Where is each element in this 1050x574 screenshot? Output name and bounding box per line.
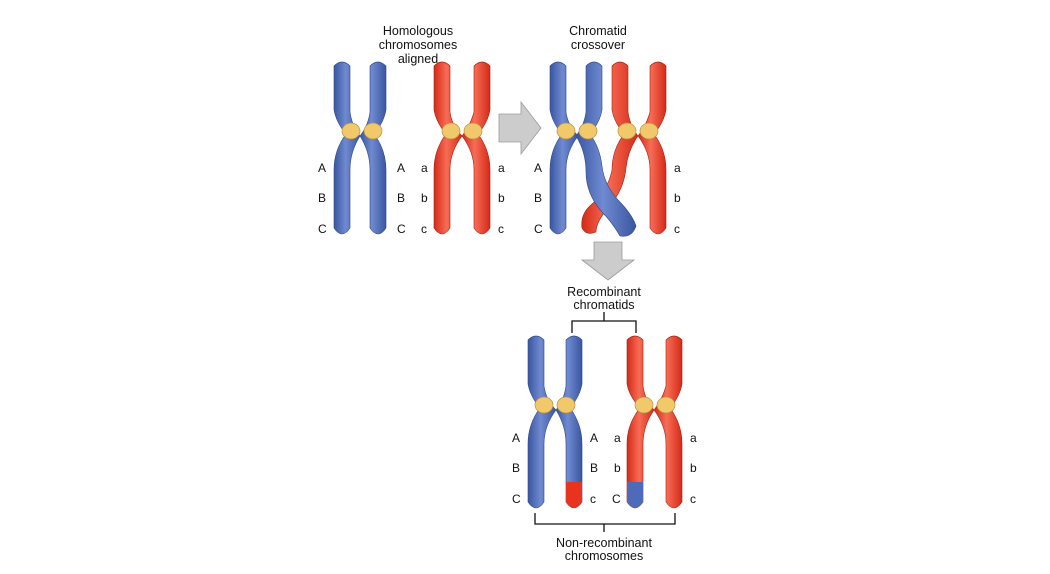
locus-label: b (421, 191, 428, 205)
centromere (441, 122, 461, 140)
recombinant-caption: Recombinant chromatids (567, 285, 641, 312)
crossover-title-2: crossover (571, 38, 625, 52)
aligned-title-3: aligned (398, 52, 438, 66)
locus-label: A (590, 431, 598, 445)
centromere (617, 122, 637, 140)
blue-chromosome-aligned (333, 61, 387, 235)
locus-label: a (690, 431, 697, 445)
recombinant-bracket (571, 312, 637, 333)
blue-chromatid-left (549, 61, 579, 235)
centromere (639, 122, 659, 140)
centromere (556, 122, 576, 140)
right-arrow-icon (498, 100, 542, 156)
crossover-title-1: Chromatid (569, 24, 627, 38)
result-chromosomes (527, 335, 683, 509)
red-chromatid-right (461, 61, 491, 235)
blue-chromatid-crossing (575, 61, 637, 237)
locus-label: a (674, 161, 681, 175)
nonrecombinant-bracket (534, 513, 676, 532)
locus-label: B (397, 191, 405, 205)
locus-label: B (534, 191, 542, 205)
red-chromatid-recombinant (626, 335, 655, 509)
red-chromatid-nonrecombinant (653, 335, 683, 509)
locus-label: A (318, 161, 326, 175)
aligned-title-1: Homologous (383, 24, 453, 38)
crossover-loci-labels: A B C a b c (534, 161, 681, 236)
blue-chromatid-left (333, 61, 361, 235)
crossover-chromosomes (549, 61, 667, 237)
locus-label: A (512, 431, 520, 445)
locus-label: b (674, 191, 681, 205)
centromere (341, 122, 361, 140)
result-loci-labels: A B C A B c a b C a b c (512, 431, 697, 506)
blue-chromatid-nonrecombinant (527, 335, 557, 509)
aligned-loci-labels: A B C A B C a b c a b c (318, 161, 505, 236)
recombinant-label-2: chromatids (573, 298, 634, 312)
locus-label: c (674, 222, 680, 236)
centromere (534, 396, 554, 414)
nonrecombinant-label-1: Non-recombinant (556, 536, 652, 550)
down-arrow-icon (580, 241, 636, 281)
locus-label: C (534, 222, 543, 236)
blue-chromatid-right (359, 61, 387, 235)
locus-label: C (397, 222, 406, 236)
nonrecombinant-caption: Non-recombinant chromosomes (556, 536, 652, 563)
red-chromatid-left (433, 61, 463, 235)
locus-label: b (690, 461, 697, 475)
centromere (463, 122, 483, 140)
locus-label: A (397, 161, 405, 175)
locus-label: a (498, 161, 505, 175)
centromere (656, 396, 676, 414)
aligned-titles: Homologous chromosomes aligned (379, 24, 458, 66)
crossover-titles: Chromatid crossover (569, 24, 627, 52)
locus-label: C (612, 492, 621, 506)
locus-label: B (590, 461, 598, 475)
locus-label: C (512, 492, 521, 506)
centromere (578, 122, 598, 140)
locus-label: b (498, 191, 505, 205)
recombinant-label-1: Recombinant (567, 285, 641, 299)
nonrecombinant-label-2: chromosomes (565, 549, 644, 563)
locus-label: c (421, 222, 427, 236)
locus-label: a (421, 161, 428, 175)
aligned-title-2: chromosomes (379, 38, 458, 52)
locus-label: B (512, 461, 520, 475)
centromere (634, 396, 654, 414)
red-chromosome-aligned (433, 61, 491, 235)
locus-label: c (498, 222, 504, 236)
locus-label: A (534, 161, 542, 175)
blue-chromatid-recombinant (555, 335, 583, 509)
locus-label: c (690, 492, 696, 506)
locus-label: B (318, 191, 326, 205)
centromere (556, 396, 576, 414)
centromere (363, 122, 383, 140)
locus-label: b (614, 461, 621, 475)
locus-label: c (590, 492, 596, 506)
red-chromatid-right (637, 61, 667, 235)
locus-label: C (318, 222, 327, 236)
locus-label: a (614, 431, 621, 445)
